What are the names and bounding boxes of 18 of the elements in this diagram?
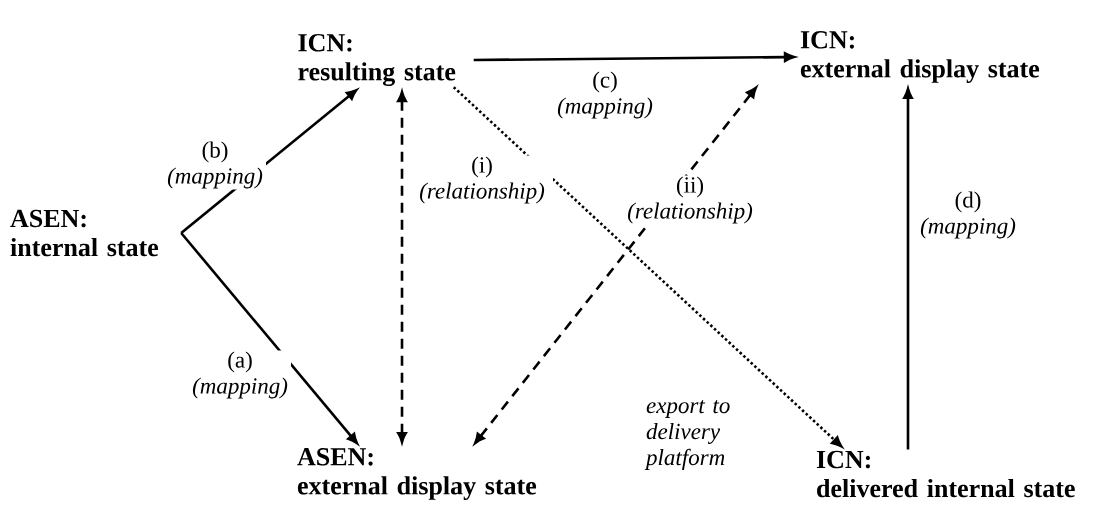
arrow xyxy=(397,90,407,444)
arrow xyxy=(474,86,757,445)
state-label: ICN: resulting state xyxy=(298,34,456,86)
state-label: ASEN: internal state xyxy=(10,209,159,257)
arrow xyxy=(452,86,843,448)
arrow xyxy=(473,52,796,63)
edge-label: (ii) (relationship) xyxy=(619,175,761,225)
edge-label: (d) (mapping) xyxy=(912,190,1024,240)
state-label: ICN: delivered internal state xyxy=(816,450,1075,498)
state-label: ICN: external display state xyxy=(800,31,1040,83)
edge-label: (c) (mapping) xyxy=(554,70,656,120)
edge-label: (b) (mapping) xyxy=(164,140,266,190)
arrow xyxy=(180,232,359,445)
edge-label: (a) (mapping) xyxy=(189,350,291,400)
edge-label: (i) (relationship) xyxy=(411,155,553,205)
edge-label: export to delivery platform xyxy=(644,399,755,471)
state-label: ASEN: external display state xyxy=(297,448,537,500)
arrow xyxy=(903,87,913,450)
